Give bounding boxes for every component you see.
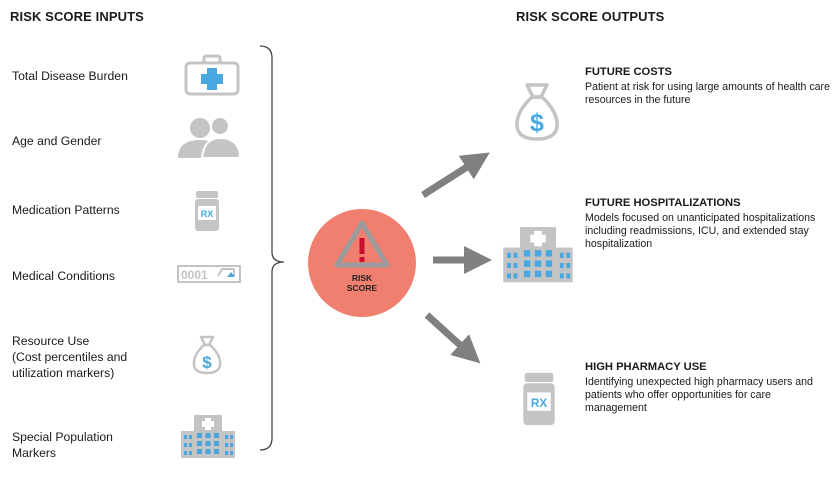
risk-score-label-line2: SCORE (347, 283, 378, 293)
input-label-medication-patterns: Medication Patterns (12, 203, 120, 217)
input-label-medical-conditions: Medical Conditions (12, 269, 115, 283)
hospital-icon (503, 227, 573, 283)
output-desc-high-pharmacy-use: Identifying unexpected high pharmacy use… (585, 376, 813, 414)
dollar-text: $ (202, 353, 212, 372)
output-desc-future-hospitalizations: Models focused on unanticipated hospital… (585, 212, 816, 250)
pill-bottle-icon: RX (195, 191, 219, 231)
label-line: Special Population (12, 430, 113, 444)
risk-score-label-line1: RISK (352, 273, 373, 283)
output-title-high-pharmacy-use: HIGH PHARMACY USE (585, 361, 707, 373)
label-line: Markers (12, 446, 57, 460)
output-title-future-hospitalizations: FUTURE HOSPITALIZATIONS (585, 197, 741, 209)
input-label-resource-use: Resource Use (Cost percentiles and utiliza… (12, 333, 127, 381)
code-text: 0001 (181, 268, 208, 282)
output-title-future-costs: FUTURE COSTS (585, 66, 673, 78)
inputs-bracket (259, 45, 285, 451)
arrow-to-costs (421, 152, 490, 198)
arrows (421, 152, 492, 364)
input-label-resource-use-text: Resource Use (Cost percentiles and utiliza… (12, 333, 127, 381)
dollar-text: $ (530, 109, 544, 137)
warning-icon (334, 220, 390, 268)
inputs-heading: RISK SCORE INPUTS (10, 9, 144, 24)
label-line: Resource Use (12, 334, 90, 348)
code-tag-icon: 0001 (177, 265, 241, 283)
rx-text: RX (531, 397, 547, 410)
input-label-age-gender: Age and Gender (12, 134, 102, 148)
risk-score-circle: RISK SCORE (308, 209, 416, 317)
input-label-total-disease-burden: Total Disease Burden (12, 69, 128, 83)
pill-bottle-icon: RX (523, 372, 555, 426)
rx-text: RX (201, 209, 214, 219)
first-aid-kit-icon (184, 54, 240, 96)
label-line: utilization markers) (12, 366, 115, 380)
label-line: (Cost percentiles and (12, 350, 128, 364)
arrow-to-pharmacy (424, 312, 481, 364)
output-desc-future-costs: Patient at risk for using large amounts … (585, 81, 830, 106)
money-bag-icon: $ (515, 83, 559, 141)
hospital-icon (181, 415, 235, 458)
money-bag-icon: $ (192, 335, 222, 375)
outputs-heading: RISK SCORE OUTPUTS (516, 9, 665, 24)
people-icon (178, 116, 242, 158)
